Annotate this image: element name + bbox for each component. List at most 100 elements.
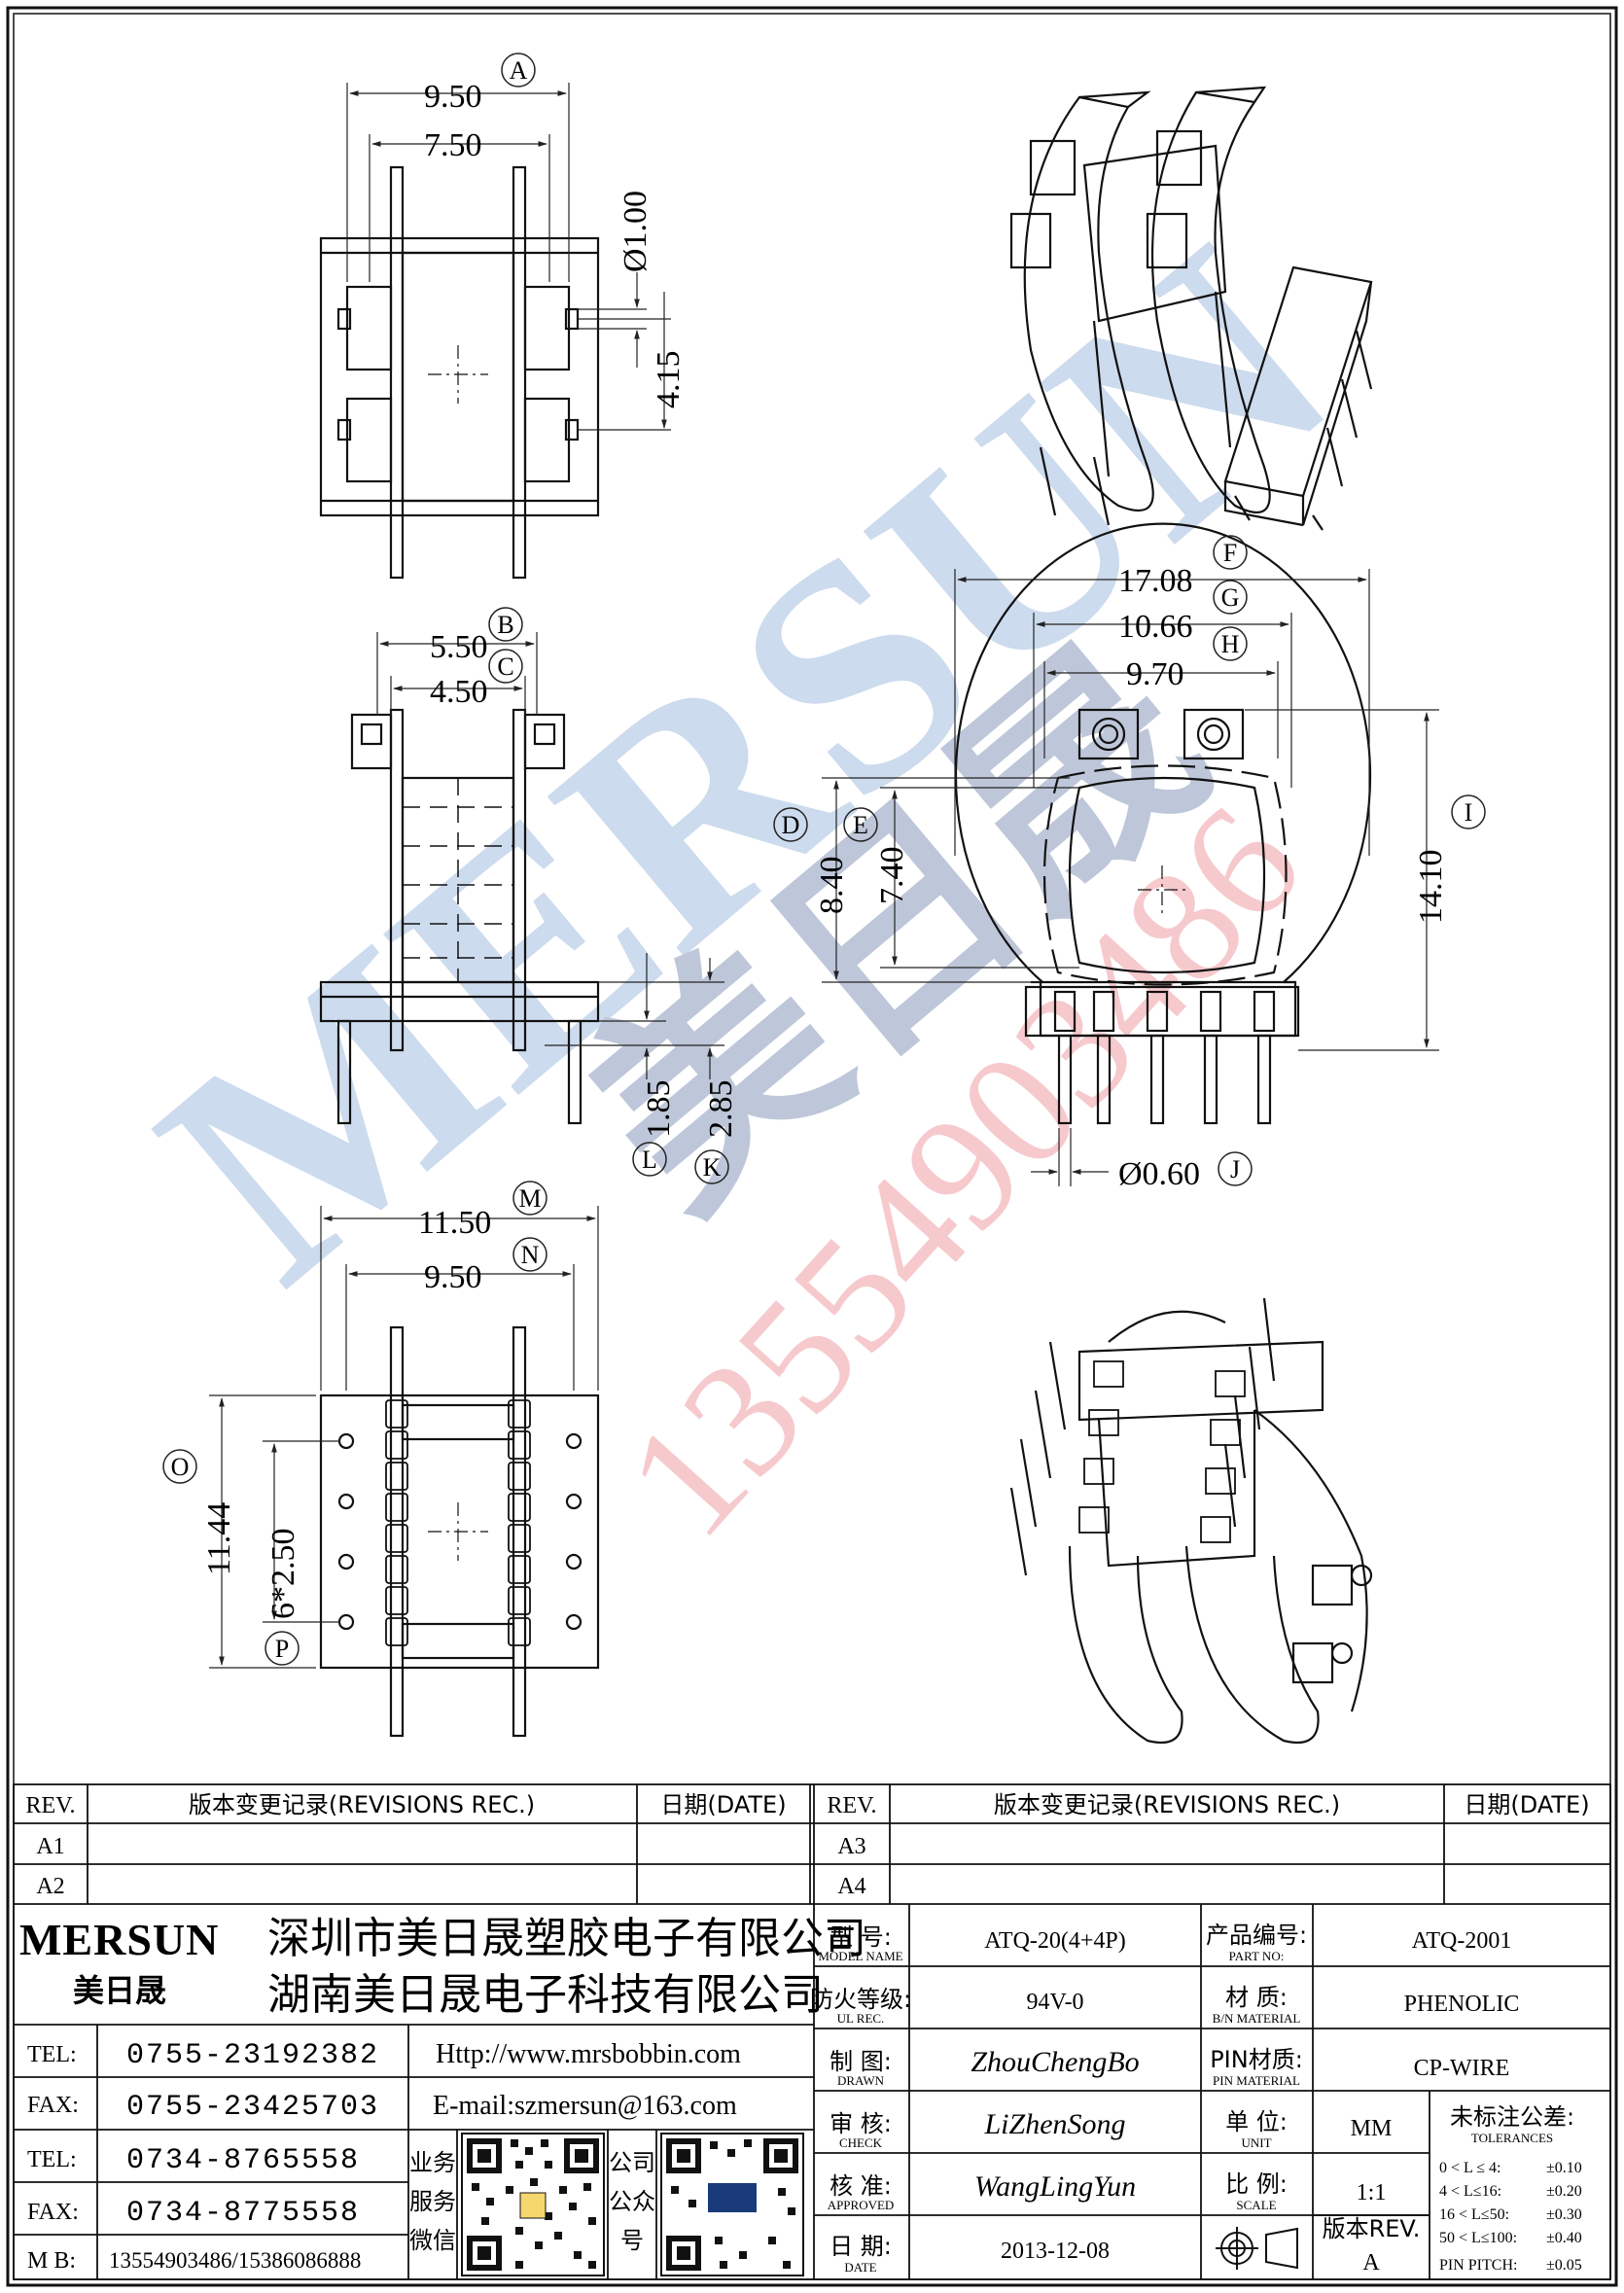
contact-value-1: 0755-23192382 [126,2039,379,2072]
label-p: P [275,1635,289,1663]
dim-k: 2.85 [703,1080,739,1139]
dim-a: 9.50 [424,79,482,115]
drawn-value: ZhouChengBo [971,2046,1139,2078]
tolerance-label: 未标注公差: [1450,2103,1574,2131]
label-e-circle [843,807,878,842]
approved-label-en: APPROVED [828,2198,895,2212]
qr-code-official [660,2133,804,2276]
iso-view-top [1009,86,1373,531]
iso-view-bottom [1009,1297,1373,1745]
part-label: 产品编号: [1206,1922,1307,1949]
dim-n: 9.50 [424,1259,482,1295]
tolerance-value-3: ±0.30 [1546,2206,1582,2223]
contact-label-5: M B: [27,2248,76,2274]
view-front-dims [822,569,1439,1186]
pin-material-label-en: PIN MATERIAL [1213,2073,1300,2088]
view-bottom [319,1325,600,1738]
approved-value: WangLingYun [974,2170,1136,2203]
label-g-circle [1213,580,1248,615]
dim-p: 6*2.50 [265,1529,301,1620]
label-h-circle [1213,626,1248,661]
title-block-lines [13,1783,1611,2280]
contact-value-4: 0734-8775558 [126,2197,360,2230]
dim-j: Ø0.60 [1118,1156,1200,1192]
model-label: 型 号: [830,1923,892,1951]
ul-label: 防火等级: [810,1986,911,2013]
dim-l: 1.85 [641,1080,677,1139]
rev-row-a3: A3 [837,1834,865,1859]
date-label-en: DATE [844,2260,876,2275]
qr-label-right-2: 公众 [609,2188,655,2215]
approved-label: 核 准: [830,2172,892,2200]
part-value: ATQ-2001 [1412,1928,1512,1954]
dim-c: 4.50 [430,674,488,710]
company-logo: MERSUN [19,1915,219,1964]
label-j: J [1230,1155,1240,1183]
view-top [319,165,600,580]
tolerance-value-2: ±0.20 [1546,2183,1582,2200]
tolerance-range-3: 16 < L≤50: [1439,2206,1509,2223]
label-i-circle [1451,794,1486,829]
email: E-mail:szmersun@163.com [433,2091,737,2121]
dim-b: 5.50 [430,629,488,665]
unit-label: 单 位: [1225,2108,1288,2135]
revision-value: A [1362,2250,1380,2275]
qr-label-right-1: 公司 [609,2149,655,2176]
drawn-label-en: DRAWN [837,2073,885,2088]
pin-material-label: PIN材质: [1210,2046,1303,2073]
contact-label-1: TEL: [27,2042,77,2067]
label-f-circle [1213,535,1248,570]
rev-date-header-left: 日期(DATE) [660,1791,786,1818]
dim-pin-pitch: 4.15 [651,351,687,409]
scale-value: 1:1 [1357,2180,1387,2205]
dim-d: 8.40 [814,857,850,915]
label-k-circle [694,1149,729,1184]
label-l-circle [632,1142,667,1177]
label-o-circle [162,1449,197,1484]
date-value: 2013-12-08 [1001,2239,1110,2264]
label-c-circle [488,649,523,684]
label-b-circle [488,607,523,642]
material-label: 材 质: [1225,1984,1288,2011]
view-front [954,522,1372,1125]
scale-label-en: SCALE [1236,2198,1276,2212]
dim-g: 10.66 [1118,609,1193,645]
dim-a-inner: 7.50 [424,127,482,163]
drawn-label: 制 图: [830,2048,892,2075]
contact-label-3: TEL: [27,2147,77,2172]
contact-value-2: 0755-23425703 [126,2091,379,2124]
label-k: K [703,1153,722,1182]
projection-symbol-icon [1216,2227,1298,2270]
revision-label: 版本REV. [1323,2215,1421,2242]
dim-pin-dia: Ø1.00 [618,191,653,272]
tolerance-value-1: ±0.10 [1546,2160,1582,2176]
rev-date-header-right: 日期(DATE) [1464,1791,1589,1818]
view-bottom-dims [209,1206,599,1669]
dim-o: 11.44 [201,1502,237,1575]
website: Http://www.mrsbobbin.com [436,2039,741,2069]
label-n: N [521,1241,540,1269]
dim-f: 17.08 [1118,563,1193,599]
unit-label-en: UNIT [1241,2135,1271,2150]
label-h: H [1221,630,1240,658]
qr-label-left-1: 业务 [409,2149,456,2176]
rev-row-a4: A4 [837,1874,865,1899]
tolerance-value-5: ±0.05 [1546,2257,1582,2274]
tolerance-label-en: TOLERANCES [1471,2131,1553,2145]
label-i: I [1465,798,1473,827]
tolerance-range-1: 0 < L ≤ 4: [1439,2160,1500,2176]
view-side-dims [376,632,724,1079]
part-label-en: PART NO: [1229,1949,1285,1963]
label-n-circle [512,1237,547,1272]
contact-label-4: FAX: [27,2200,79,2225]
contact-value-5: 13554903486/15386086888 [109,2248,361,2273]
label-d: D [782,811,800,839]
label-d-circle [773,807,808,842]
company-logo-cn: 美日晟 [73,1973,166,2008]
model-label-en: MODEL NAME [818,1949,902,1963]
label-l: L [642,1146,657,1174]
rev-row-a1: A1 [36,1834,64,1859]
qr-label-left-2: 服务 [409,2188,456,2215]
tolerance-range-5: PIN PITCH: [1439,2257,1517,2274]
